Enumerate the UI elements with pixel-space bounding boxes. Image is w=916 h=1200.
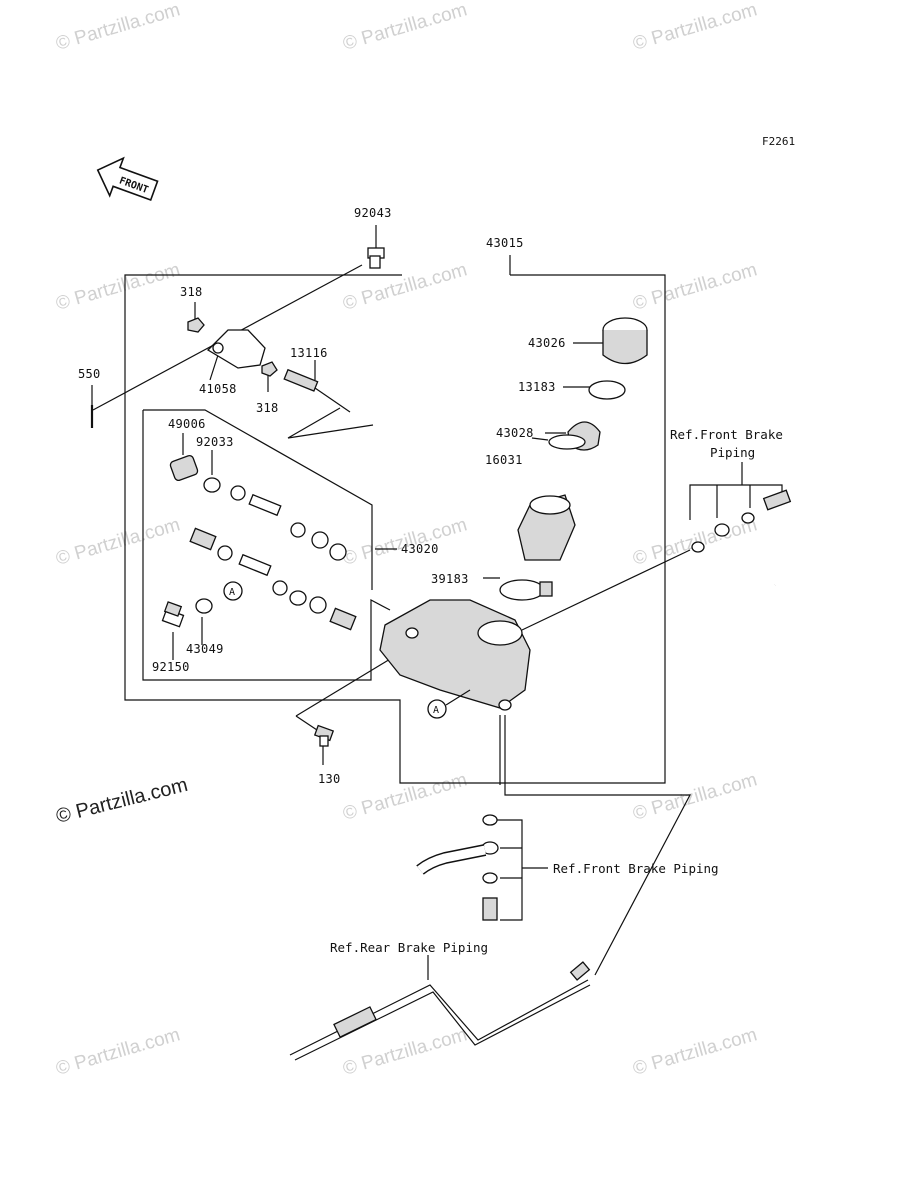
part-92033-ring [203, 477, 221, 493]
watermark: © Partzilla.com [54, 514, 183, 569]
part-labels: 92043 43015 318 550 41058 318 13116 4302… [78, 206, 566, 786]
part-49006-boot [169, 454, 199, 482]
part-13116-pushrod [283, 368, 351, 413]
part-label-92043: 92043 [354, 206, 392, 220]
part-piston-kit [189, 485, 357, 631]
ref-front-brake-upper-line1: Ref.Front Brake [670, 427, 783, 442]
part-label-49006: 49006 [168, 417, 206, 431]
part-label-13183: 13183 [518, 380, 556, 394]
part-front-brake-hose-upper [691, 489, 792, 599]
reference-labels: Ref.Front Brake Piping Ref.Front Brake P… [330, 427, 783, 955]
part-label-41058: 41058 [199, 382, 237, 396]
part-reservoir-hose [517, 494, 576, 561]
part-130-bolt [313, 724, 335, 747]
callout-a-1: A [223, 581, 243, 601]
watermark: © Partzilla.com [341, 1024, 470, 1079]
part-label-39183: 39183 [431, 572, 469, 586]
watermark: © Partzilla.com [54, 0, 183, 55]
part-41058-clevis [206, 329, 266, 369]
watermark: © Partzilla.com [631, 769, 760, 824]
part-label-16031: 16031 [485, 453, 523, 467]
callout-a-2: A [427, 689, 471, 719]
part-label-13116: 13116 [290, 346, 328, 360]
ref-rear-brake: Ref.Rear Brake Piping [330, 940, 488, 955]
assembly-outline [124, 255, 666, 784]
watermark: © Partzilla.com [341, 259, 470, 314]
watermark-main: © Partzilla.com [54, 774, 190, 828]
callout-letter: A [229, 587, 235, 598]
part-label-43028: 43028 [496, 426, 534, 440]
part-43049-washer [195, 598, 213, 614]
part-label-43015: 43015 [486, 236, 524, 250]
part-label-550: 550 [78, 367, 101, 381]
part-label-92033: 92033 [196, 435, 234, 449]
watermark: © Partzilla.com [341, 769, 470, 824]
ref-front-brake-upper-line2: Piping [710, 445, 755, 460]
part-label-318: 318 [180, 285, 203, 299]
watermark: © Partzilla.com [341, 0, 470, 55]
part-43026-cap [602, 317, 648, 365]
watermarks: © Partzilla.com © Partzilla.com © Partzi… [54, 0, 760, 1080]
part-16031-washer [548, 434, 586, 450]
part-master-cylinder [379, 599, 531, 711]
part-label-43026: 43026 [528, 336, 566, 350]
watermark: © Partzilla.com [631, 1024, 760, 1079]
figure-code: F2261 [762, 135, 795, 148]
part-label-318-2: 318 [256, 401, 279, 415]
part-318-nut [187, 317, 205, 333]
callout-letter: A [433, 705, 439, 716]
watermark: © Partzilla.com [631, 0, 760, 55]
ref-front-brake-lower: Ref.Front Brake Piping [553, 861, 719, 876]
part-318-nut-2 [261, 361, 278, 377]
watermark: © Partzilla.com [54, 1024, 183, 1079]
watermark: © Partzilla.com [631, 259, 760, 314]
part-rear-brake-line [289, 961, 591, 1061]
part-label-43049: 43049 [186, 642, 224, 656]
part-front-brake-hose-lower [416, 814, 499, 921]
part-label-130: 130 [318, 772, 341, 786]
part-92043-pin [367, 247, 385, 269]
part-39183-clamp [499, 579, 553, 601]
watermark: © Partzilla.com [54, 259, 183, 314]
part-92150-bolt [161, 601, 185, 628]
front-arrow-icon: FRONT [96, 156, 159, 202]
part-13183-plate [588, 380, 626, 400]
part-label-92150: 92150 [152, 660, 190, 674]
part-label-43020: 43020 [401, 542, 439, 556]
